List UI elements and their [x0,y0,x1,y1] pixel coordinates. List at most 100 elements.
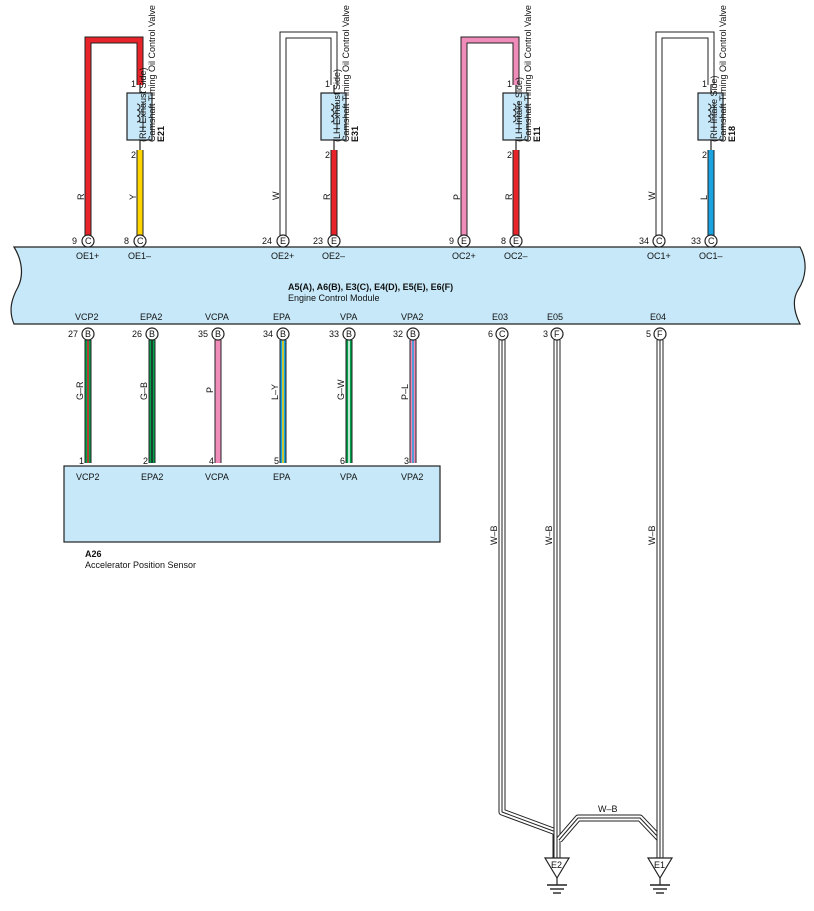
connector-pin [276,327,290,341]
coil-icon [512,103,517,123]
ground-point-icon [543,857,571,880]
svg-text:34: 34 [639,236,649,246]
wire-e03 [499,340,559,858]
valve-e31-labels: E31 Camshaft Timing Oil Control Valve (L… [332,3,360,142]
sensor-name: Accelerator Position Sensor [85,560,196,570]
svg-text:E05: E05 [547,312,563,322]
wire-e31-top [280,32,337,237]
svg-text:F: F [657,329,663,339]
svg-text:2: 2 [325,150,330,160]
svg-text:1: 1 [702,79,707,89]
svg-text:R: R [322,193,332,200]
svg-text:OC1–: OC1– [699,251,723,261]
svg-text:W: W [647,191,657,200]
svg-text:VPA: VPA [340,472,357,482]
svg-text:33: 33 [691,236,701,246]
coil-icon [330,103,335,123]
svg-text:E03: E03 [492,312,508,322]
coil-icon [136,103,141,123]
svg-text:B: B [215,329,221,339]
svg-text:3: 3 [543,329,548,339]
svg-text:34: 34 [263,329,273,339]
svg-text:OE2+: OE2+ [271,251,294,261]
connector-pin [276,234,290,248]
svg-text:6: 6 [488,329,493,339]
svg-text:F: F [554,329,560,339]
svg-text:OE1+: OE1+ [76,251,99,261]
svg-text:EPA2: EPA2 [141,472,163,482]
svg-text:6: 6 [340,456,345,466]
svg-text:3: 3 [404,456,409,466]
svg-text:B: B [149,329,155,339]
svg-text:EPA: EPA [273,472,290,482]
connector-pin [342,327,356,341]
svg-text:L–Y: L–Y [270,384,280,400]
svg-text:E: E [513,236,519,246]
svg-text:VCP2: VCP2 [75,312,99,322]
connector-pin [145,327,159,341]
svg-text:C: C [708,236,715,246]
svg-text:1: 1 [79,456,84,466]
svg-text:G–B: G–B [139,382,149,400]
svg-text:OE2–: OE2– [322,251,345,261]
connector-pin [550,327,564,341]
svg-text:2: 2 [131,150,136,160]
svg-text:OC1+: OC1+ [647,251,671,261]
svg-text:1: 1 [325,79,330,89]
svg-text:EPA: EPA [273,312,290,322]
coil-icon [707,103,712,123]
svg-text:B: B [410,329,416,339]
svg-text:W–B: W–B [544,525,554,545]
svg-text:B: B [85,329,91,339]
ground-point-icon [646,857,674,880]
svg-text:OE1–: OE1– [128,251,151,261]
ground-e1: E1 [646,857,674,894]
valve-e21-labels: E21 Camshaft Timing Oil Control Valve (R… [138,3,166,142]
svg-text:27: 27 [68,329,78,339]
svg-text:2: 2 [143,456,148,466]
svg-text:E: E [280,236,286,246]
svg-text:VCPA: VCPA [205,312,229,322]
svg-text:33: 33 [329,329,339,339]
svg-text:E1: E1 [654,860,665,870]
svg-text:E04: E04 [650,312,666,322]
connector-pin [704,234,718,248]
svg-text:W–B: W–B [647,525,657,545]
svg-text:OC2+: OC2+ [452,251,476,261]
svg-text:VCPA: VCPA [205,472,229,482]
svg-text:B: B [280,329,286,339]
valve-e31: 1 2 E31 Camshaft Timing Oil Control Valv… [262,3,360,261]
svg-text:8: 8 [501,236,506,246]
svg-text:26: 26 [132,329,142,339]
svg-text:2: 2 [702,150,707,160]
svg-text:W: W [271,191,281,200]
svg-text:23: 23 [313,236,323,246]
connector-pin [509,234,523,248]
svg-text:E2: E2 [551,860,562,870]
svg-text:C: C [656,236,663,246]
svg-text:OC2–: OC2– [504,251,528,261]
wire-e18-top [656,32,714,237]
svg-text:R: R [504,193,514,200]
svg-text:B: B [346,329,352,339]
connector-pin [327,234,341,248]
sensor-code: A26 [85,549,102,559]
valve-e11: 1 2 E11 Camshaft Timing Oil Control Valv… [449,3,542,261]
svg-text:8: 8 [124,236,129,246]
svg-text:W–B: W–B [598,804,618,814]
valve-e18: 1 2 E18 Camshaft Timing Oil Control Valv… [639,5,737,261]
valve-e11-labels: E11 Camshaft Timing Oil Control Valve (L… [514,3,542,142]
svg-text:P–L: P–L [400,384,410,400]
connector-pin [133,234,147,248]
svg-text:EPA2: EPA2 [140,312,162,322]
svg-text:VPA2: VPA2 [401,312,423,322]
connector-pin [457,234,471,248]
svg-text:C: C [499,329,506,339]
ecm-name-label: Engine Control Module [288,293,380,303]
ecm-body [10,246,806,325]
sensor-body [63,465,441,543]
svg-text:VCP2: VCP2 [76,472,100,482]
svg-text:4: 4 [209,456,214,466]
accelerator-position-sensor: VCP2 EPA2 VCPA EPA VPA VPA2 A26 Accelera… [63,465,441,570]
